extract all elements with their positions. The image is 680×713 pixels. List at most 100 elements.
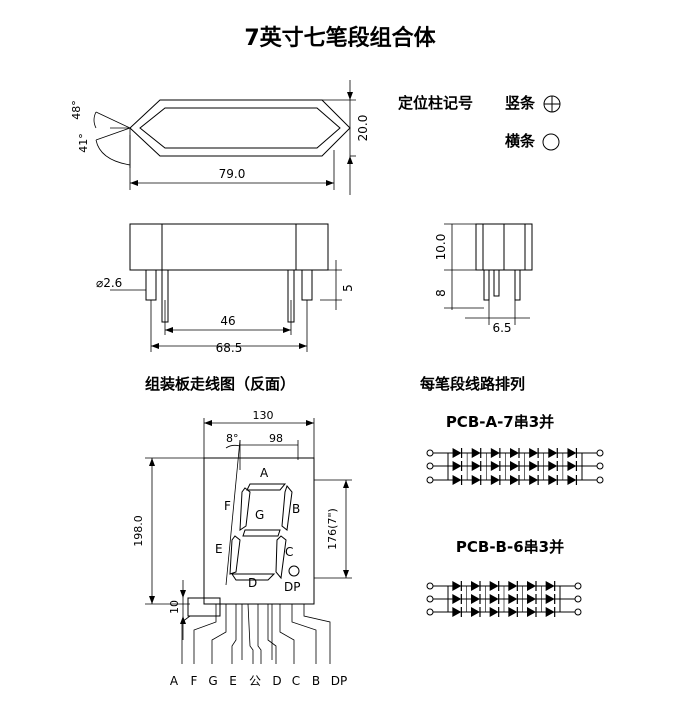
width-dim: 79.0 — [219, 167, 246, 181]
led-diode-icon — [545, 607, 555, 617]
segment-c — [275, 535, 287, 580]
end-width-dim: 6.5 — [492, 321, 511, 335]
variant-b-label: PCB-B-6串3并 — [456, 538, 564, 556]
seg-label-b: B — [292, 502, 300, 516]
crosshair-circle-icon — [543, 95, 561, 113]
side-view: ⌀2.6 5 46 68.5 — [96, 223, 355, 355]
segment-d — [231, 573, 276, 581]
segment-b — [281, 484, 293, 531]
end-height-dim: 10.0 — [434, 234, 448, 261]
led-diode-icon — [452, 594, 462, 604]
led-diode-icon — [510, 461, 519, 471]
end-view: 10.0 8 6.5 — [434, 223, 533, 335]
seg-label-d: D — [248, 576, 257, 590]
seg-label-a: A — [260, 466, 269, 480]
led-diode-icon — [452, 475, 462, 485]
seg-label-e: E — [215, 542, 223, 556]
segment-outline-inner — [139, 107, 341, 149]
led-diode-icon — [529, 461, 539, 471]
led-diode-icon — [489, 594, 499, 604]
pin-leads — [181, 603, 331, 664]
digit-height-dim: 176(7") — [326, 508, 339, 550]
terminal-in — [426, 582, 434, 590]
led-array-a — [426, 448, 604, 485]
led-diode-icon — [471, 581, 480, 591]
segment-e — [229, 535, 241, 575]
pin-label-a: A — [170, 674, 179, 688]
led-diode-icon — [548, 448, 558, 458]
pin-label-common: 公 — [249, 674, 261, 688]
pin-label-f: F — [191, 674, 198, 688]
led-diode-icon — [545, 581, 555, 591]
arrangement-title: 每笔段线路排列 — [420, 375, 525, 393]
led-diode-icon — [527, 594, 536, 604]
led-diode-icon — [452, 448, 462, 458]
led-diode-icon — [489, 607, 499, 617]
pin-left — [145, 269, 157, 301]
pin-label-e: E — [229, 674, 237, 688]
led-diode-icon — [567, 448, 577, 458]
led-diode-icon — [508, 581, 518, 591]
terminal-out — [574, 582, 582, 590]
pin-label-b: B — [312, 674, 320, 688]
variant-a-label: PCB-A-7串3并 — [446, 413, 554, 431]
led-diode-icon — [490, 461, 500, 471]
led-diode-icon — [490, 448, 500, 458]
angle-bottom-label: 41° — [77, 133, 90, 153]
seg-label-dp: DP — [284, 580, 300, 594]
led-diode-icon — [452, 581, 462, 591]
top-view: 48° 41° 20.0 79.0 — [70, 80, 370, 195]
angle-top-label: 48° — [70, 100, 83, 120]
pcb-title: 组装板走线图（反面） — [145, 375, 295, 393]
led-diode-icon — [508, 594, 518, 604]
end-pin-length-dim: 8 — [434, 289, 448, 297]
pin-label-d: D — [272, 674, 281, 688]
led-diode-icon — [567, 461, 577, 471]
led-diode-icon — [529, 475, 539, 485]
terminal-in — [426, 462, 434, 470]
terminal-in — [426, 595, 434, 603]
led-diode-icon — [545, 594, 555, 604]
terminal-out — [596, 462, 604, 470]
led-diode-icon — [548, 461, 558, 471]
legend-heading: 定位柱记号 — [398, 94, 473, 112]
led-diode-icon — [490, 475, 500, 485]
pcb-height-dim: 198.0 — [132, 515, 145, 547]
led-diode-icon — [471, 475, 481, 485]
seg-label-c: C — [285, 545, 293, 559]
led-diode-icon — [527, 581, 536, 591]
terminal-out — [596, 476, 604, 484]
led-diode-icon — [510, 448, 519, 458]
led-diode-icon — [471, 607, 480, 617]
pin-label-c: C — [292, 674, 300, 688]
led-diode-icon — [471, 448, 481, 458]
pin-pitch-dim: 46 — [220, 314, 235, 328]
plain-circle-icon — [542, 133, 560, 151]
pcb-board — [203, 457, 315, 605]
segment-g — [242, 529, 281, 537]
pcb-width-dim: 130 — [253, 409, 274, 422]
terminal-in — [426, 476, 434, 484]
slant-label: 8° — [226, 432, 239, 445]
legend-horizontal-label: 横条 — [505, 132, 536, 150]
led-diode-icon — [548, 475, 558, 485]
pin-label-g: G — [208, 674, 217, 688]
led-diode-icon — [452, 607, 462, 617]
terminal-in — [426, 608, 434, 616]
led-array-b — [426, 581, 582, 617]
terminal-out — [596, 449, 604, 457]
pin-diameter-label: ⌀2.6 — [96, 276, 122, 290]
led-diode-icon — [527, 607, 536, 617]
led-diode-icon — [510, 475, 519, 485]
led-diode-icon — [471, 461, 481, 471]
led-diode-icon — [567, 475, 577, 485]
page-title: 7英寸七笔段组合体 — [244, 25, 436, 51]
legend: 定位柱记号 竖条 横条 — [398, 94, 561, 151]
led-diode-icon — [452, 461, 462, 471]
seg-label-g: G — [255, 508, 264, 522]
bottom-offset-dim: 10 — [168, 600, 181, 614]
pcb-layout: 130 98 8° 198.0 176(7") — [132, 409, 352, 688]
seg-label-f: F — [224, 499, 231, 513]
terminal-in — [426, 449, 434, 457]
